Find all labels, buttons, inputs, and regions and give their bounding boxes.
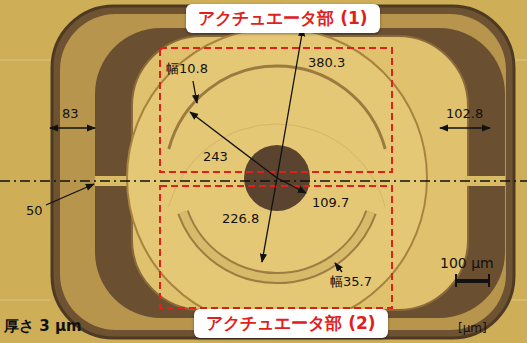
dimension-label: 102.8 (446, 107, 483, 121)
unit-note: [μm] (458, 322, 487, 335)
dimension-label: 幅35.7 (330, 275, 372, 289)
dimension-label: 243 (203, 150, 228, 164)
axis-line (0, 180, 527, 182)
dimension-label: 380.3 (308, 56, 345, 70)
lower-arc-actuator (183, 212, 371, 278)
title-box: アクチュエータ部 (1) (186, 4, 379, 33)
thickness-note: 厚さ 3 μm (4, 318, 82, 335)
dimension-label: 50 (26, 204, 43, 218)
scale-bar (455, 274, 490, 287)
region-title: アクチュエータ部 (2) (206, 312, 375, 335)
lower-arc-actuator (183, 212, 371, 278)
scale-label: 100 μm (440, 256, 494, 271)
frame-inner (60, 14, 506, 330)
dimension-label: 83 (62, 107, 79, 121)
region-box (160, 186, 392, 308)
dimension-label: 幅10.8 (166, 62, 208, 76)
title-box: アクチュエータ部 (2) (194, 309, 387, 338)
dimension-label: 226.8 (222, 212, 259, 226)
region-title: アクチュエータ部 (1) (198, 7, 367, 30)
region-box (160, 48, 392, 172)
dimension-label: 109.7 (312, 196, 349, 210)
upper-arc-slit (169, 66, 385, 149)
frame (52, 6, 514, 338)
dimension-lines (46, 28, 490, 272)
ring (127, 28, 427, 328)
